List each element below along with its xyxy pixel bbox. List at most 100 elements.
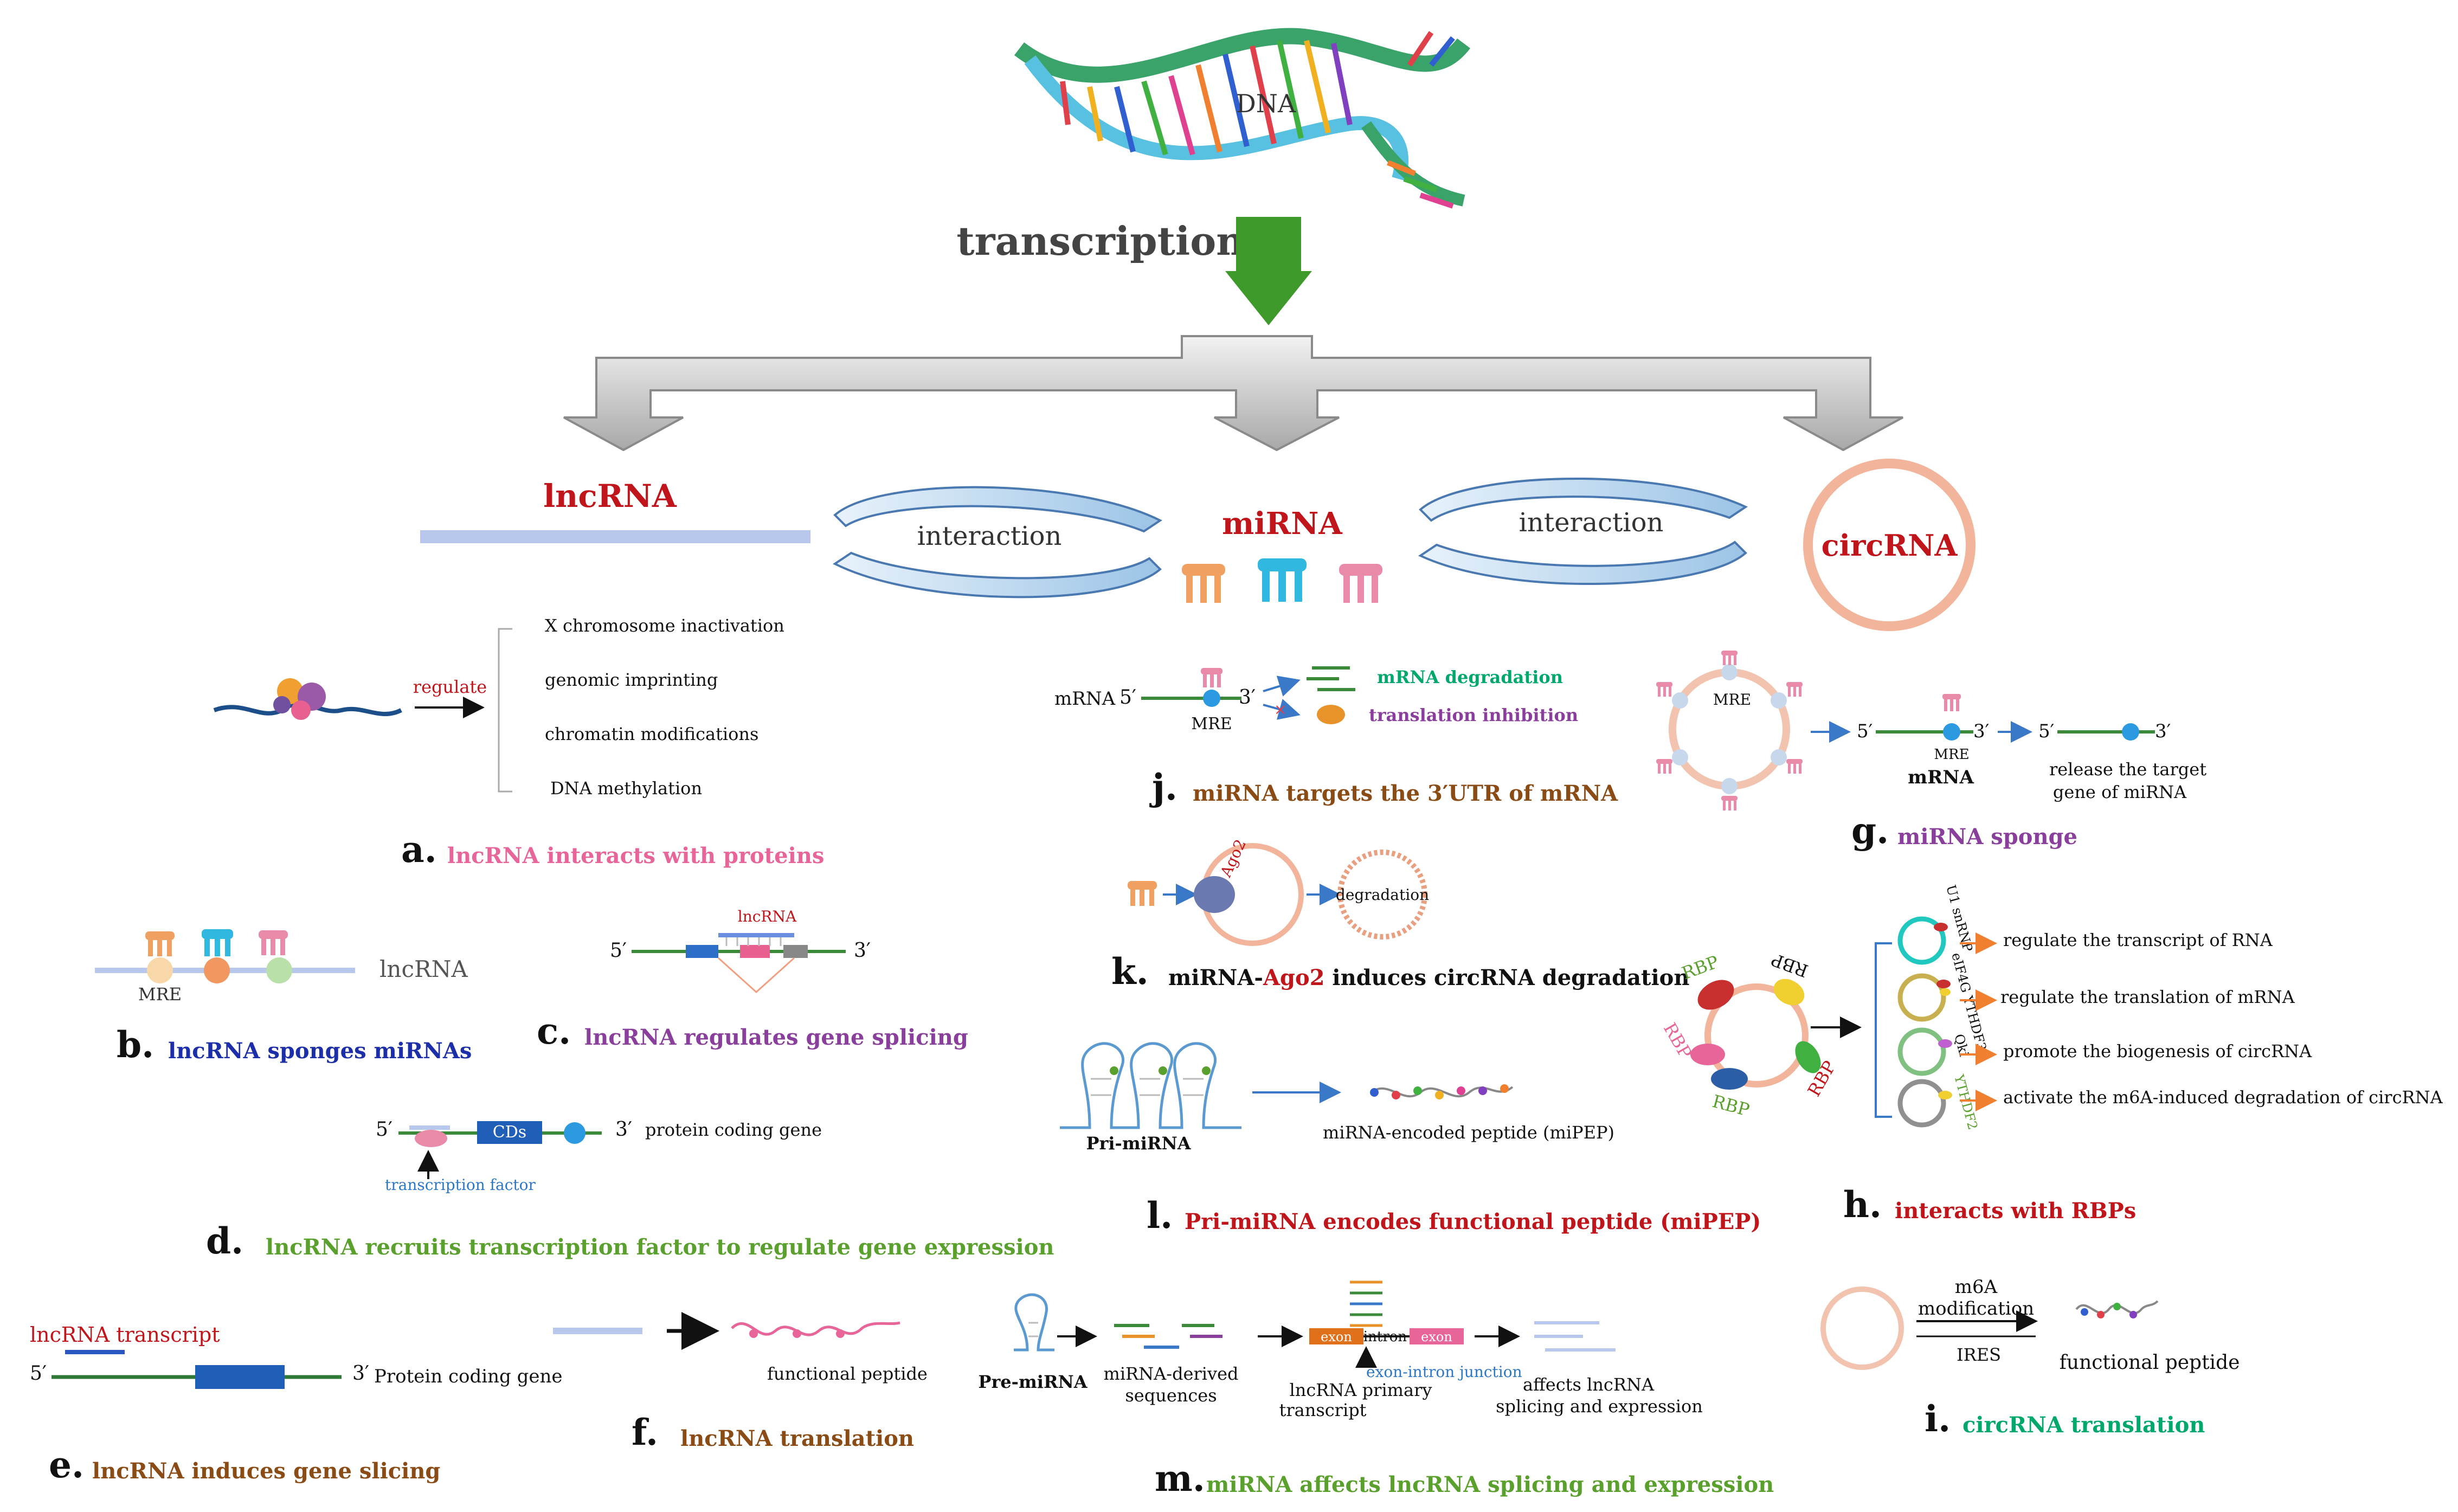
panel-b-caption: lncRNA sponges miRNAs	[168, 1038, 472, 1064]
panel-h-item-2: promote the biogenesis of circRNA	[2003, 1041, 2312, 1061]
panel-k-caption-post: induces circRNA degradation	[1324, 965, 1689, 990]
dna-label: DNA	[1236, 89, 1296, 118]
panel-h-caption: interacts with RBPs	[1895, 1198, 2136, 1224]
panel-a-caption: lncRNA interacts with proteins	[447, 843, 824, 868]
panel-d: 5′ CDs 3′ protein coding gene transcript…	[206, 1118, 1054, 1262]
panel-i-ires: IRES	[1957, 1344, 2001, 1365]
panel-i-m6a: m6A	[1955, 1276, 1998, 1298]
panel-e-caption: lncRNA induces gene slicing	[92, 1458, 440, 1484]
panel-j-degradation: mRNA degradation	[1377, 667, 1563, 687]
branch-arrows	[563, 335, 1903, 452]
interaction-left-label: interaction	[917, 521, 1062, 551]
panel-e-letter: e.	[49, 1444, 84, 1486]
panel-m-exon-right: exon	[1421, 1329, 1452, 1344]
panel-m-intron: intron	[1363, 1329, 1407, 1345]
panel-m-exon-left: exon	[1321, 1329, 1352, 1344]
panel-j: mRNA 5′ MRE 3′ × mRNA degradation transl…	[1054, 666, 1618, 808]
panel-h-item-0: regulate the transcript of RNA	[2003, 930, 2273, 950]
panel-l-mipep: miRNA-encoded peptide (miPEP)	[1323, 1122, 1614, 1143]
panel-g: MRE 5′ MRE 3′ 5′ 3′ mRNA release the tar…	[1656, 651, 2206, 852]
panel-e-three: 3′	[352, 1362, 369, 1385]
panel-g-five-released: 5′	[2038, 720, 2054, 742]
panel-j-letter: j.	[1149, 766, 1177, 808]
panel-h-rbp-2: RBP	[1768, 949, 1811, 981]
panel-i-caption: circRNA translation	[1962, 1412, 2205, 1438]
transcription-arrow	[1225, 217, 1312, 325]
panel-g-release1: release the target	[2049, 759, 2206, 780]
lncrna-bar	[420, 530, 810, 543]
panel-g-letter: g.	[1851, 809, 1889, 852]
panel-g-three: 3′	[1973, 720, 1989, 742]
panel-f-peptide: functional peptide	[767, 1363, 928, 1384]
panel-j-five: 5′	[1119, 686, 1136, 709]
panel-d-five: 5′	[376, 1118, 392, 1141]
panel-j-mre: MRE	[1191, 715, 1232, 734]
panel-m-derived1: miRNA-derived	[1103, 1363, 1238, 1384]
panel-k-caption-ago: Ago2	[1263, 965, 1325, 990]
panel-k-caption: miRNA-Ago2 induces circRNA degradation	[1168, 965, 1689, 990]
panel-k-degradation: degradation	[1336, 886, 1429, 904]
panel-k-letter: k.	[1111, 950, 1149, 993]
panel-d-gene: protein coding gene	[645, 1119, 822, 1140]
panel-g-mre-site: MRE	[1934, 747, 1969, 763]
dna-illustration: DNA	[1014, 28, 1470, 209]
panel-e-five: 5′	[30, 1362, 47, 1385]
panel-m-affects2: splicing and expression	[1496, 1396, 1703, 1417]
panel-c: 5′ lncRNA 3′ c. lncRNA regulates gene sp…	[537, 908, 968, 1052]
panel-h: RBP RBP RBP RBP RBP U1 snRNP eIF4G YTHDF…	[1659, 883, 2443, 1226]
panel-l: Pri-miRNA miRNA-encoded peptide (miPEP) …	[1060, 1042, 1761, 1237]
panel-e-transcript: lncRNA transcript	[30, 1323, 220, 1347]
interaction-left-swirl	[833, 486, 1162, 599]
panel-f-letter: f.	[632, 1411, 658, 1453]
panel-g-mre-circle: MRE	[1713, 691, 1751, 709]
panel-d-caption: lncRNA recruits transcription factor to …	[266, 1234, 1054, 1260]
panel-k: Ago2 degradation k. miRNA-Ago2 induces c…	[1111, 837, 1689, 993]
panel-j-inhibition: translation inhibition	[1369, 705, 1578, 725]
panel-m-primary2: transcript	[1279, 1400, 1366, 1420]
panel-g-caption: miRNA sponge	[1897, 824, 2077, 850]
panel-m-letter: m.	[1155, 1457, 1205, 1500]
panel-i-letter: i.	[1925, 1398, 1951, 1440]
panel-h-rbp-1: RBP	[1679, 951, 1721, 983]
panel-a-regulate: regulate	[413, 677, 487, 697]
panel-m: Pre-miRNA miRNA-derived sequences exon i…	[978, 1281, 1774, 1500]
panel-f-caption: lncRNA translation	[680, 1426, 914, 1451]
panel-j-mrna: mRNA	[1054, 688, 1116, 710]
panel-c-three: 3′	[854, 940, 871, 962]
panel-l-caption: Pri-miRNA encodes functional peptide (mi…	[1185, 1209, 1761, 1234]
panel-h-letter: h.	[1843, 1183, 1882, 1226]
panel-b-mre: MRE	[138, 984, 182, 1005]
panel-j-caption: miRNA targets the 3′UTR of mRNA	[1193, 781, 1618, 806]
panel-m-derived2: sequences	[1125, 1385, 1217, 1406]
panel-k-caption-pre: miRNA-	[1168, 965, 1263, 990]
panel-h-factor-3: YTHDF2	[1951, 1072, 1980, 1131]
panel-c-caption: lncRNA regulates gene splicing	[584, 1025, 968, 1050]
panel-a: regulate X chromosome inactivation genom…	[213, 615, 824, 871]
circrna-title: circRNA	[1822, 528, 1958, 563]
transcription-label: transcription	[956, 218, 1244, 264]
panel-h-item-3: activate the m6A-induced degradation of …	[2003, 1087, 2443, 1108]
mirna-icons	[1182, 558, 1382, 603]
panel-c-lncrna: lncRNA	[738, 908, 797, 925]
panel-g-three-released: 3′	[2155, 720, 2171, 742]
panel-e-gene: Protein coding gene	[374, 1366, 563, 1387]
panel-a-item-1: genomic imprinting	[545, 670, 718, 690]
panel-m-primary1: lncRNA primary	[1290, 1380, 1432, 1400]
panel-i-peptide: functional peptide	[2060, 1352, 2240, 1374]
panel-h-rbp-5: RBP	[1710, 1091, 1752, 1121]
panel-b: MRE lncRNA b. lncRNA sponges miRNAs	[95, 929, 472, 1066]
panel-a-letter: a.	[401, 828, 437, 871]
panel-h-item-1: regulate the translation of mRNA	[2000, 987, 2295, 1007]
panel-l-pri: Pri-miRNA	[1086, 1133, 1191, 1154]
panel-a-item-2: chromatin modifications	[545, 724, 758, 744]
interaction-right-label: interaction	[1519, 507, 1664, 538]
panel-e: lncRNA transcript 5′ 3′ Protein coding g…	[30, 1323, 563, 1486]
panel-m-pre: Pre-miRNA	[978, 1372, 1088, 1392]
panel-g-mrna: mRNA	[1908, 767, 1974, 788]
panel-d-tf: transcription factor	[385, 1176, 536, 1194]
interaction-right-swirl	[1418, 478, 1748, 585]
panel-i: m6A modification IRES functional peptide…	[1820, 1276, 2240, 1440]
panel-b-letter: b.	[117, 1024, 154, 1066]
panel-f: functional peptide f. lncRNA translation	[553, 1312, 928, 1453]
